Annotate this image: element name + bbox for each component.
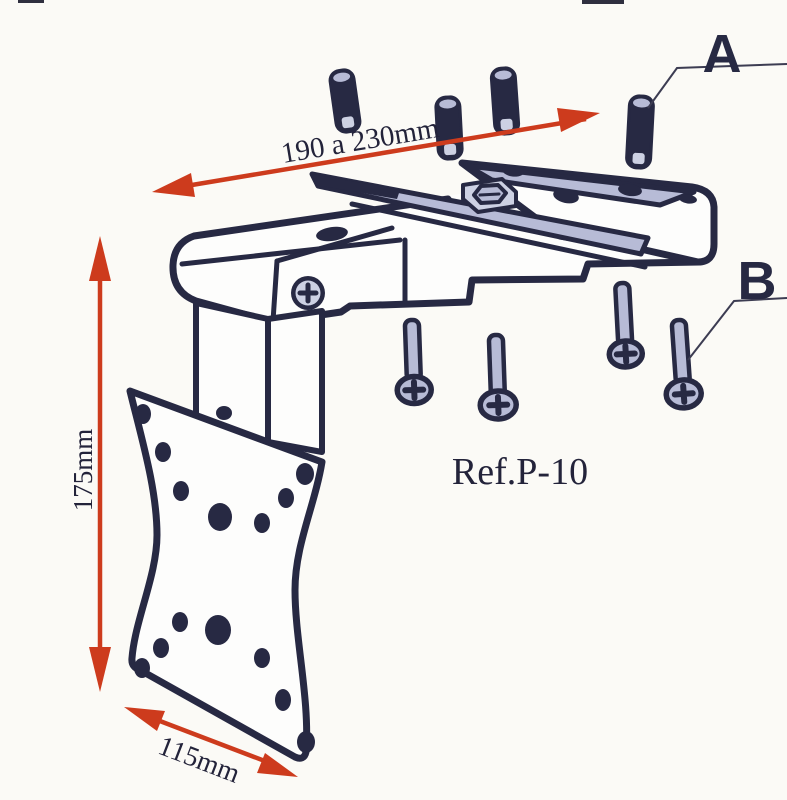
allen-bolt-1	[328, 68, 362, 134]
vesa-hole	[135, 404, 151, 424]
scan-artifact	[582, 0, 624, 4]
pivot-screw	[291, 276, 325, 310]
dim-label-depth: 115mm	[154, 730, 244, 789]
vesa-hole	[205, 615, 231, 645]
arm-outline	[169, 195, 704, 326]
phillips-cross-icon	[297, 282, 319, 304]
swivel-column-side	[265, 308, 325, 455]
allen-bolt-4	[625, 94, 655, 170]
phillips-cross-icon	[486, 393, 511, 416]
ref-label: Ref.P-10	[452, 451, 588, 493]
rail-hole	[502, 165, 524, 177]
vesa-hole	[155, 442, 171, 462]
allen-bolt-2	[434, 95, 464, 161]
pan-screw-4	[663, 317, 704, 411]
dim-arrow-width	[152, 108, 600, 197]
arrowhead	[124, 707, 165, 731]
pivot-face-edge	[270, 258, 280, 324]
arm-chamfer-line	[349, 201, 648, 270]
vesa-hole	[297, 731, 315, 753]
phillips-cross-icon	[613, 342, 638, 365]
arrowhead	[557, 108, 600, 132]
vesa-hole	[173, 481, 189, 501]
label-b: B	[738, 251, 777, 311]
vesa-hole	[216, 406, 232, 420]
allen-bolt-3	[489, 66, 521, 136]
vesa-hole	[254, 648, 270, 668]
vesa-hole	[172, 612, 188, 632]
vesa-hole	[254, 513, 270, 533]
rail-shadow	[553, 188, 579, 204]
dim-label-height: 175mm	[68, 429, 98, 512]
vesa-hole	[275, 689, 291, 711]
rail-hole	[618, 183, 642, 197]
vesa-hole	[278, 488, 294, 508]
pan-screw-2	[477, 332, 519, 422]
phillips-cross-icon	[402, 378, 427, 401]
hex-bolt-detail	[478, 192, 501, 197]
vesa-hole	[208, 503, 232, 531]
leader-line-b	[687, 297, 787, 361]
vesa-hole	[153, 638, 169, 658]
arrowhead	[257, 753, 298, 777]
scan-artifact	[18, 0, 44, 3]
dim-arrow-depth	[124, 707, 298, 777]
dim-arrow-height	[89, 236, 111, 692]
housing-bevel-line	[179, 237, 403, 267]
vesa-hole	[296, 463, 314, 485]
phillips-cross-icon	[671, 382, 696, 405]
housing-edge-line	[274, 225, 395, 264]
pan-screw-3	[606, 280, 646, 370]
arrowhead	[152, 173, 195, 197]
label-a: A	[703, 24, 742, 84]
arrowhead	[89, 647, 111, 692]
rail-strip-tip	[312, 174, 400, 199]
leader-line-a	[647, 63, 787, 109]
housing-top-hole	[316, 226, 348, 242]
pan-screw-1	[394, 317, 434, 407]
rail-hole	[679, 194, 697, 204]
vesa-hole	[134, 658, 150, 678]
arrowhead	[89, 236, 111, 281]
